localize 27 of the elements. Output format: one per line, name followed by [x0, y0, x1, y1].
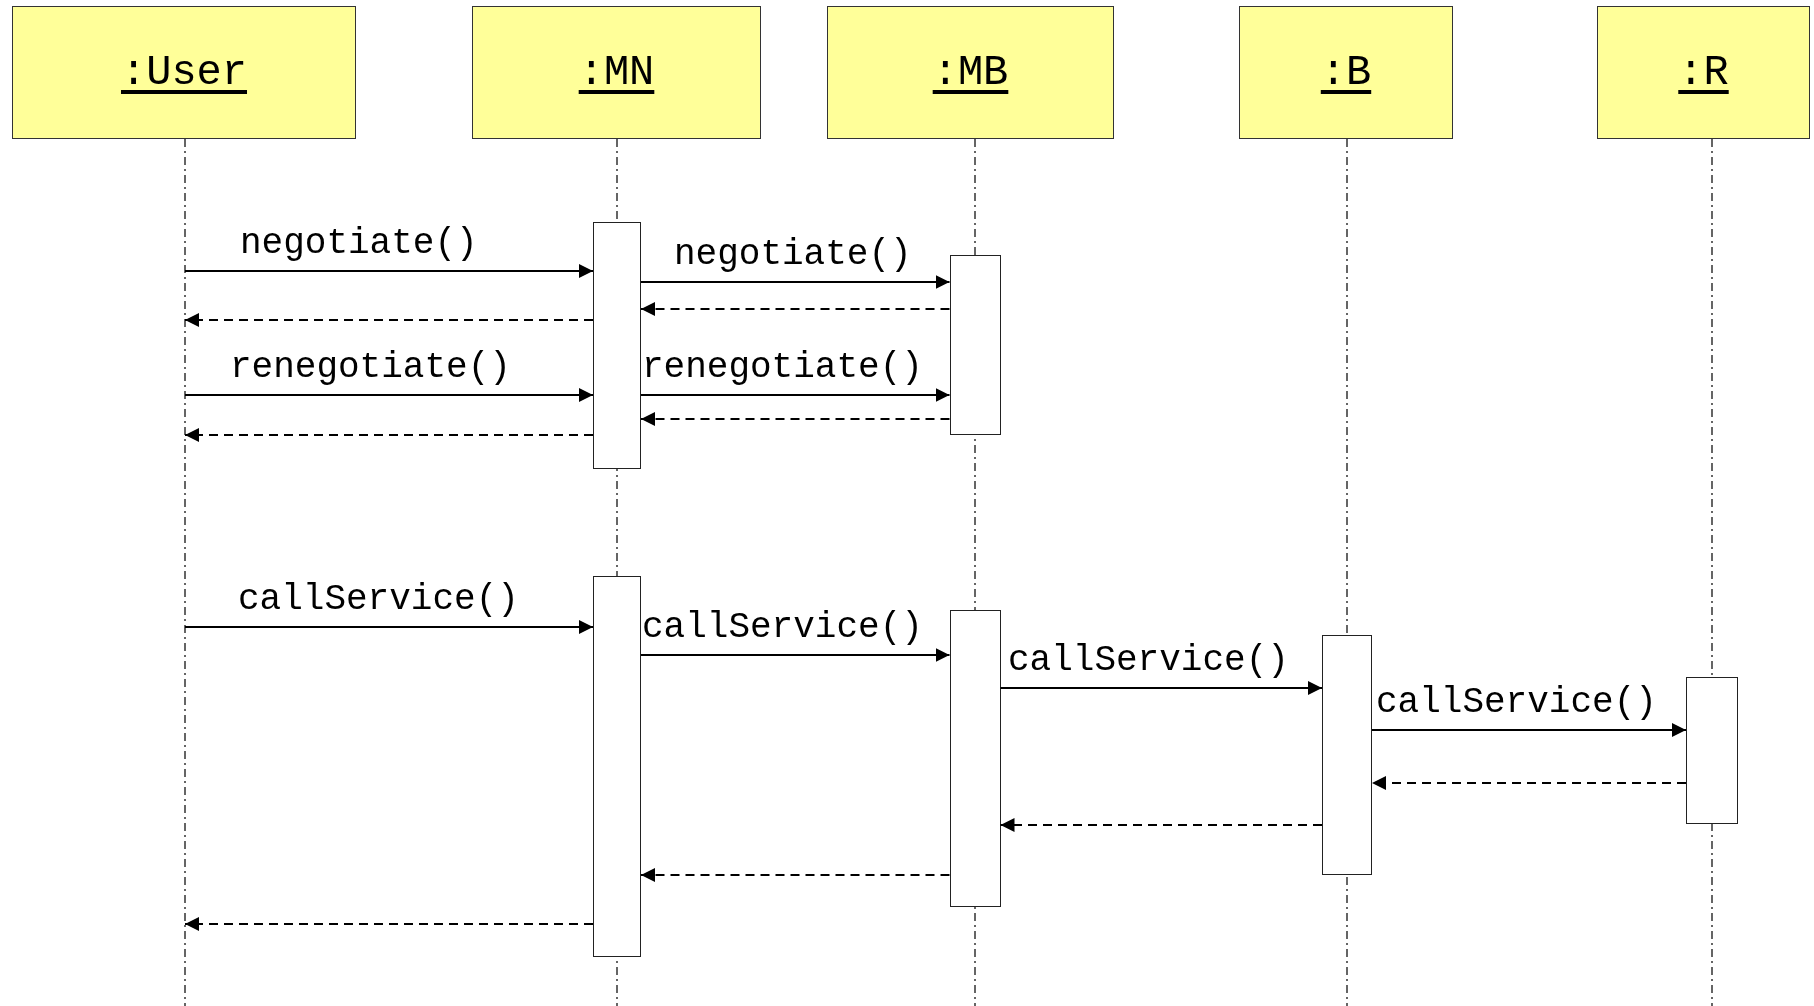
return-arrow — [184, 428, 594, 442]
message-arrow — [184, 264, 594, 278]
return-arrow — [1371, 776, 1687, 790]
message-arrow — [999, 681, 1323, 695]
object-name: :User — [121, 48, 247, 97]
activation-bar — [1686, 677, 1738, 824]
return-arrow — [184, 313, 594, 327]
message-arrow — [640, 275, 951, 289]
message-arrow — [640, 388, 951, 402]
return-arrow — [640, 302, 951, 316]
return-arrow — [184, 917, 594, 931]
activation-bar — [593, 222, 641, 469]
object-name: :MB — [932, 48, 1009, 97]
message-arrow — [184, 388, 594, 402]
message-arrow — [640, 648, 951, 662]
object-name: :MN — [578, 48, 655, 97]
message-arrow — [1371, 723, 1687, 737]
object-name: :R — [1678, 48, 1729, 97]
return-arrow — [640, 868, 951, 882]
activation-bar — [949, 610, 1001, 907]
activation-bar — [593, 576, 641, 957]
return-arrow — [640, 412, 951, 426]
object-name: :B — [1320, 48, 1372, 97]
activation-bar — [949, 255, 1001, 435]
return-arrow — [999, 818, 1323, 832]
message-arrow — [184, 620, 594, 634]
activation-bar — [1322, 635, 1372, 875]
